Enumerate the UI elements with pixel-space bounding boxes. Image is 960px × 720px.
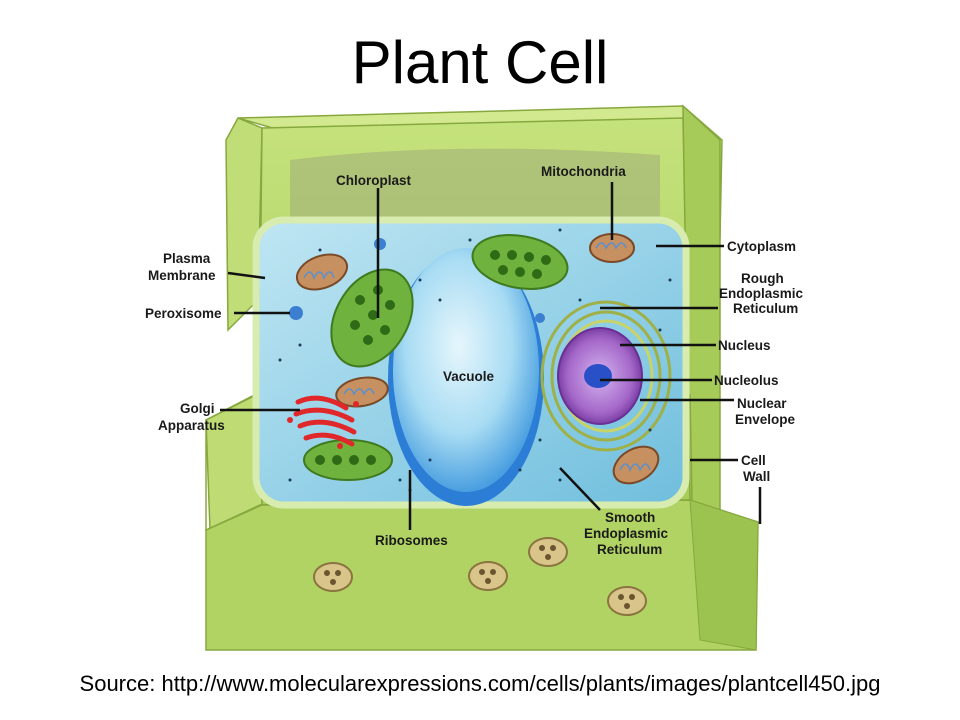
ribosome-dots [278, 228, 672, 492]
label-cell-wall-2: Wall [743, 469, 770, 484]
golgi-apparatus [293, 395, 357, 447]
label-cell-wall-1: Cell [741, 453, 766, 468]
mitochondria [295, 233, 660, 485]
nucleus [557, 327, 643, 425]
label-cytoplasm: Cytoplasm [727, 239, 796, 254]
label-rough-er-1: Rough [741, 271, 784, 286]
label-rough-er-3: Reticulum [733, 301, 798, 316]
label-plasma-membrane-2: Membrane [148, 268, 216, 283]
plasmodesmata [313, 537, 647, 616]
label-mitochondria: Mitochondria [541, 164, 626, 179]
label-rough-er-2: Endoplasmic [719, 286, 804, 301]
label-vacuole: Vacuole [443, 369, 495, 384]
label-smooth-er-2: Endoplasmic [584, 526, 669, 541]
leader-lines [220, 182, 762, 530]
label-smooth-er-3: Reticulum [597, 542, 662, 557]
label-golgi-2: Apparatus [158, 418, 225, 433]
vacuole [388, 248, 544, 506]
label-nuclear-envelope-1: Nuclear [737, 396, 787, 411]
label-nuclear-envelope-2: Envelope [735, 412, 796, 427]
label-golgi-1: Golgi [180, 401, 215, 416]
label-smooth-er-1: Smooth [605, 510, 655, 525]
label-plasma-membrane-1: Plasma [163, 251, 211, 266]
label-ribosomes: Ribosomes [375, 533, 448, 548]
label-nucleolus: Nucleolus [714, 373, 779, 388]
labels: Chloroplast Mitochondria Plasma Membrane… [145, 164, 804, 557]
source-caption: Source: http://www.molecularexpressions.… [79, 671, 881, 696]
label-chloroplast: Chloroplast [336, 173, 412, 188]
label-peroxisome: Peroxisome [145, 306, 222, 321]
slide-title: Plant Cell [351, 29, 609, 96]
peroxisome [289, 306, 303, 320]
label-nucleus: Nucleus [718, 338, 771, 353]
